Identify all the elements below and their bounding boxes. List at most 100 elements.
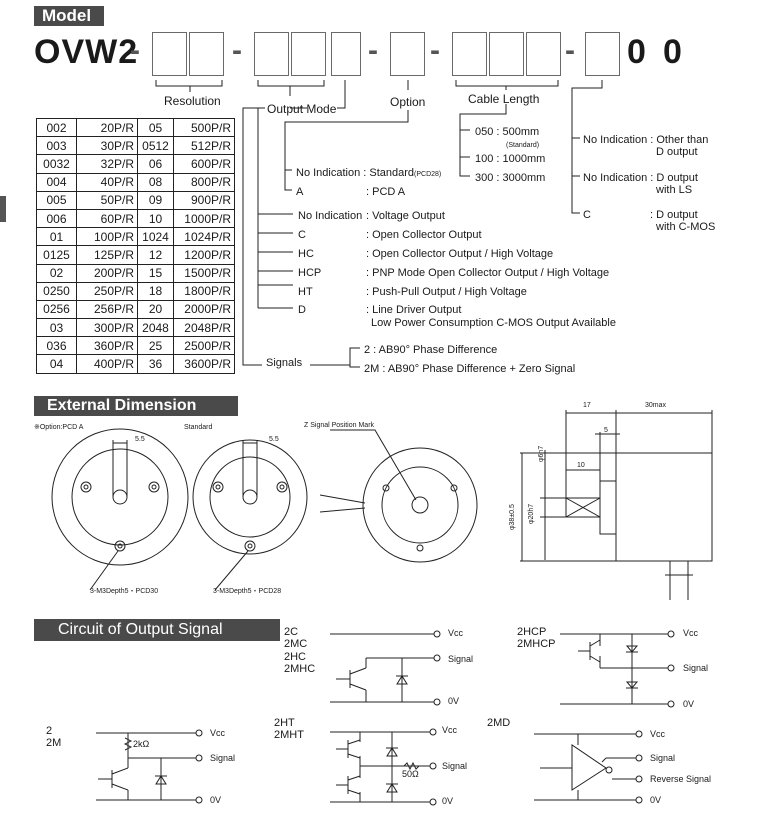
circuit-voltage (96, 729, 203, 804)
option-noind-text: No Indication : Standard (296, 167, 415, 179)
circuit-g2-0: 2HCP (517, 626, 547, 638)
resolution-cell: 0256 (36, 299, 77, 320)
c5-vcc: Vcc (650, 729, 666, 739)
model-suffix-0b: 0 (663, 33, 683, 71)
option-noind-note: (PCD28) (414, 171, 442, 178)
circuit-g3-0: 2 (46, 725, 53, 737)
mode-desc-4: : Push-Pull Output / High Voltage (366, 286, 527, 298)
model-box-option (390, 32, 425, 76)
model-box-res-2 (189, 32, 224, 76)
signals-2: 2 : AB90° Phase Difference (364, 344, 498, 356)
mode-code-0: No Indication (298, 210, 363, 222)
model-box-cable-1 (452, 32, 487, 76)
resolution-cell: 2500P/R (173, 336, 235, 356)
last-c-a: : D output (650, 209, 698, 221)
resolution-cell: 50P/R (76, 190, 138, 210)
circuit-g1-1: 2MC (284, 638, 308, 650)
circuit-line-driver (534, 730, 643, 804)
mode-code-2: HC (298, 248, 314, 260)
circuit-g1-3: 2MHC (284, 663, 316, 675)
z-signal-mark-label: Z Signal Position Mark (304, 422, 375, 429)
resolution-cell: 125P/R (76, 245, 138, 265)
label-output-mode: Output Mode (267, 102, 337, 116)
external-dimension-header: External Dimension (34, 396, 238, 416)
resolution-cell: 200P/R (76, 263, 138, 283)
mode-desc-3: : PNP Mode Open Collector Output / High … (366, 267, 610, 279)
model-dash-5: - (565, 34, 575, 67)
resolution-cell: 003 (36, 136, 77, 156)
resolution-cell: 1000P/R (173, 208, 235, 229)
dim-17: 17 (583, 402, 591, 409)
model-dash-2: - (232, 34, 242, 67)
last-c-code: C (583, 209, 591, 221)
mode-code-5: D (298, 304, 306, 316)
circuit-g4-1: 2MHT (274, 729, 304, 741)
dim-10: 10 (577, 462, 585, 469)
c2-signal: Signal (683, 663, 709, 673)
c1-signal: Signal (448, 654, 474, 664)
resolution-cell: 2048P/R (173, 318, 235, 338)
circuit-g5-0: 2MD (487, 717, 511, 729)
circuit-g1-0: 2C (284, 626, 299, 638)
model-box-mode-2 (291, 32, 326, 76)
model-prefix: OVW2 (34, 33, 139, 71)
resolution-cell: 08 (137, 172, 174, 192)
left-edge-tab (0, 196, 6, 222)
mode-d-line2: Low Power Consumption C-MOS Output Avail… (371, 317, 616, 329)
resolution-cell: 900P/R (173, 190, 235, 210)
dim-30max: 30max (645, 402, 667, 409)
mode-code-3: HCP (298, 267, 322, 279)
resolution-cell: 30P/R (76, 136, 138, 156)
c5-reverse: Reverse Signal (650, 774, 712, 784)
mode-desc-0: : Voltage Output (366, 210, 445, 222)
last-ls-a: No Indication : D output (583, 172, 698, 184)
model-box-cable-3 (526, 32, 561, 76)
circuit-g4-0: 2HT (274, 717, 295, 729)
resolution-cell: 036 (36, 336, 77, 356)
model-box-cable-2 (489, 32, 524, 76)
option-pcd-note: ※Option:PCD A (34, 424, 84, 431)
c4-50: 50Ω (402, 769, 419, 779)
model-box-mode-1 (254, 32, 289, 76)
c1-0v: 0V (448, 696, 460, 706)
resolution-cell: 400P/R (76, 354, 138, 374)
resolution-cell: 1200P/R (173, 245, 235, 265)
resolution-cell: 60P/R (76, 208, 138, 229)
cable-300: 300 : 3000mm (475, 172, 546, 184)
model-header: Model (34, 6, 104, 26)
c3-0v: 0V (210, 795, 222, 805)
encoder-back (319, 429, 478, 563)
dim-5-5-a: 5.5 (135, 436, 145, 443)
c5-signal: Signal (650, 753, 676, 763)
last-noind-a: No Indication : Other than (583, 134, 709, 146)
circuit-pnp (560, 630, 675, 708)
model-box-res-1 (152, 32, 187, 76)
resolution-cell: 004 (36, 172, 77, 192)
circuit-g1-2: 2HC (284, 651, 307, 663)
cable-standard-note: (Standard) (506, 142, 540, 149)
mode-desc-2: : Open Collector Output / High Voltage (366, 248, 554, 260)
encoder-side-view (520, 410, 713, 600)
circuit-g2-1: 2MHCP (517, 638, 556, 650)
mode-desc-1: : Open Collector Output (366, 229, 482, 241)
mode-code-1: C (298, 229, 306, 241)
option-a-desc: : PCD A (366, 186, 406, 198)
label-resolution: Resolution (164, 94, 221, 108)
circuit-g3-1: 2M (46, 737, 62, 749)
resolution-cell: 0250 (36, 281, 77, 301)
resolution-cell: 1024P/R (173, 227, 235, 247)
last-noind-b: D output (656, 146, 698, 158)
model-suffix-0a: 0 (627, 33, 647, 71)
label-cable-length: Cable Length (468, 92, 540, 106)
circuit-open-collector (330, 630, 441, 706)
resolution-cell: 1500P/R (173, 263, 235, 283)
resolution-cell: 250P/R (76, 281, 138, 301)
resolution-cell: 3600P/R (173, 354, 235, 374)
